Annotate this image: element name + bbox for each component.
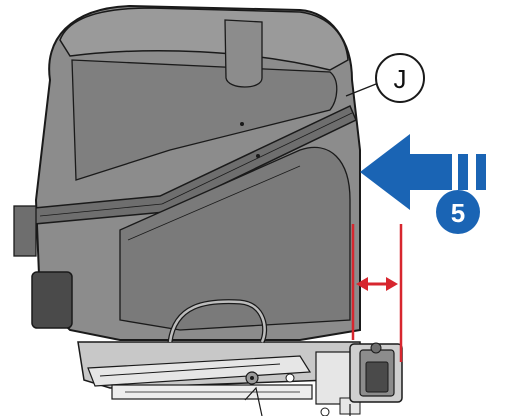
latch-bracket [349, 342, 403, 416]
step-badge: 5 [436, 190, 480, 234]
callout-label: J [394, 64, 407, 94]
push-arrow-icon [360, 134, 486, 210]
step-number: 5 [451, 198, 465, 228]
callout: J [345, 53, 425, 103]
callout-leader [345, 83, 377, 97]
callout-circle [375, 53, 425, 103]
clearance-indicator [351, 224, 403, 362]
seat-base [77, 341, 361, 416]
seat-body [13, 4, 361, 344]
clearance-arrow-icon [356, 277, 398, 291]
